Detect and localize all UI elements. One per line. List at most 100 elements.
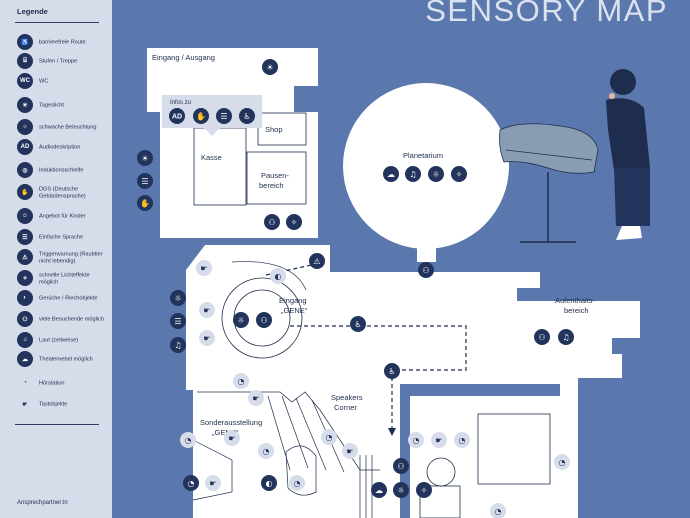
- svg-text:⚇: ⚇: [397, 462, 404, 471]
- ad-icon[interactable]: [169, 108, 185, 124]
- svg-text:◔: ◔: [559, 458, 566, 467]
- flash-icon[interactable]: ✧: [451, 166, 467, 182]
- loud-icon[interactable]: ♫: [405, 166, 421, 182]
- smell-icon[interactable]: ◐: [270, 268, 286, 284]
- svg-text:☛: ☛: [228, 434, 235, 443]
- sign-language-icon[interactable]: ✋: [137, 195, 153, 211]
- warning-icon[interactable]: ⚠: [309, 253, 325, 269]
- flash-icon[interactable]: ✧: [286, 214, 302, 230]
- exhibition-floor: [186, 245, 640, 518]
- svg-text:♫: ♫: [562, 333, 569, 342]
- svg-text:◔: ◔: [294, 479, 301, 488]
- hearing-loop-icon: ◎: [17, 162, 33, 178]
- touch-icon[interactable]: ☛: [342, 443, 358, 459]
- svg-text:☀: ☀: [141, 154, 148, 163]
- entrance-building: [147, 48, 318, 238]
- easy-language-icon[interactable]: ☰: [137, 173, 153, 189]
- wheelchair-icon[interactable]: ♿: [384, 363, 400, 379]
- svg-text:◔: ◔: [238, 377, 245, 386]
- wheelchair-icon[interactable]: ♿: [350, 316, 366, 332]
- legend-item: WC WC: [17, 73, 109, 91]
- svg-text:◐: ◐: [275, 272, 282, 281]
- dinosaur-skull-sculpture: [499, 123, 599, 243]
- ear-icon[interactable]: ◔: [454, 432, 470, 448]
- easy-language-icon[interactable]: ☰: [170, 313, 186, 329]
- map-icons: ☀☀☰✋✋☰♿⚇✧☁♫☼✧⚇⚠☛◐☼☰♫☛☛☼⚇♿⚇♫♿◔☛◔☛◔◔☛◔☛◐◔☁…: [137, 59, 574, 518]
- svg-text:☰: ☰: [220, 112, 227, 121]
- sun-icon[interactable]: ☀: [262, 59, 278, 75]
- svg-text:✧: ✧: [456, 170, 463, 179]
- svg-text:◔: ◔: [188, 479, 195, 488]
- svg-text:☰: ☰: [174, 317, 181, 326]
- ear-icon[interactable]: ◔: [554, 454, 570, 470]
- loud-icon[interactable]: ♫: [558, 329, 574, 345]
- legend-item: ✋DGS (Deutsche Gebärdensprache): [17, 184, 109, 202]
- legend-item: ⚇viele Besuchende möglich: [17, 311, 109, 329]
- crowd-icon[interactable]: ⚇: [264, 214, 280, 230]
- fog-icon[interactable]: ☁: [371, 482, 387, 498]
- touch-icon[interactable]: ☛: [196, 260, 212, 276]
- map-title: SENSORY MAP: [425, 0, 668, 28]
- break-room: [246, 151, 307, 205]
- legend-item-label: Audiodeskription: [39, 144, 81, 151]
- touch-icon[interactable]: ☛: [199, 330, 215, 346]
- svg-text:♿: ♿: [388, 367, 395, 376]
- legend-item: ◎Induktionsschleife: [17, 162, 109, 180]
- svg-text:☼: ☼: [174, 294, 181, 303]
- touch-icon[interactable]: ☛: [205, 475, 221, 491]
- crowd-icon[interactable]: ⚇: [393, 458, 409, 474]
- sign-language-icon[interactable]: ✋: [193, 108, 209, 124]
- planetarium-room: [343, 83, 509, 249]
- sun-icon[interactable]: ☀: [137, 150, 153, 166]
- wc-icon: WC: [17, 73, 33, 89]
- svg-text:✋: ✋: [196, 111, 206, 121]
- legend-item: ⌸Stufen / Treppe: [17, 53, 109, 71]
- legend-item: ♫Laut (zeitweise): [17, 332, 109, 350]
- crowd-icon[interactable]: ⚇: [534, 329, 550, 345]
- info-popup-label: Infos zu: [170, 100, 191, 106]
- svg-text:◔: ◔: [459, 436, 466, 445]
- svg-text:♫: ♫: [409, 170, 416, 179]
- ear-icon[interactable]: ◔: [258, 443, 274, 459]
- fog-icon: ☁: [17, 351, 33, 367]
- svg-text:♿: ♿: [354, 320, 361, 329]
- svg-text:☛: ☛: [203, 306, 210, 315]
- lounge-label-line2: bereich: [564, 306, 589, 315]
- ear-icon[interactable]: ◔: [180, 432, 196, 448]
- svg-text:☛: ☛: [200, 264, 207, 273]
- crowd-icon[interactable]: ⚇: [256, 312, 272, 328]
- ear-icon[interactable]: ◔: [183, 475, 199, 491]
- legend-divider: [15, 424, 99, 425]
- gene-entrance-ring: [221, 277, 303, 359]
- touch-icon[interactable]: ☛: [248, 390, 264, 406]
- ear-icon[interactable]: ◔: [321, 429, 337, 445]
- fog-icon[interactable]: ☁: [383, 166, 399, 182]
- legend-item-label: Laut (zeitweise): [39, 337, 79, 344]
- dim-light-icon[interactable]: ☼: [233, 312, 249, 328]
- legend-item-label: Angebot für Kinder: [39, 213, 86, 220]
- ear-icon[interactable]: ◔: [289, 475, 305, 491]
- info-ad-glyph: AD: [172, 114, 182, 121]
- ear-icon[interactable]: ◔: [490, 503, 506, 518]
- smell-icon[interactable]: ◐: [261, 475, 277, 491]
- touch-icon[interactable]: ☛: [431, 432, 447, 448]
- flash-icon[interactable]: ✧: [416, 482, 432, 498]
- dim-light-icon[interactable]: ☼: [428, 166, 444, 182]
- touch-icon[interactable]: ☛: [199, 302, 215, 318]
- ear-icon[interactable]: ◔: [408, 432, 424, 448]
- wheelchair-icon[interactable]: ♿: [239, 108, 255, 124]
- legend-item: ☰Einfache Sprache: [17, 229, 109, 247]
- ear-icon[interactable]: ◔: [233, 373, 249, 389]
- touch-icon[interactable]: ☛: [224, 430, 240, 446]
- dim-light-icon[interactable]: ☼: [170, 290, 186, 306]
- legend-item-label: Gerüche / Riechobjekte: [39, 295, 98, 302]
- dim-light-icon[interactable]: ☼: [393, 482, 409, 498]
- room-outlines: [193, 112, 551, 518]
- legend-item-label: WC: [39, 78, 49, 85]
- easy-language-icon[interactable]: ☰: [216, 108, 232, 124]
- loud-icon[interactable]: ♫: [170, 337, 186, 353]
- crowd-icon[interactable]: ⚇: [418, 262, 434, 278]
- map-labels: Eingang / Ausgang Kasse Shop Pausen- ber…: [152, 53, 596, 437]
